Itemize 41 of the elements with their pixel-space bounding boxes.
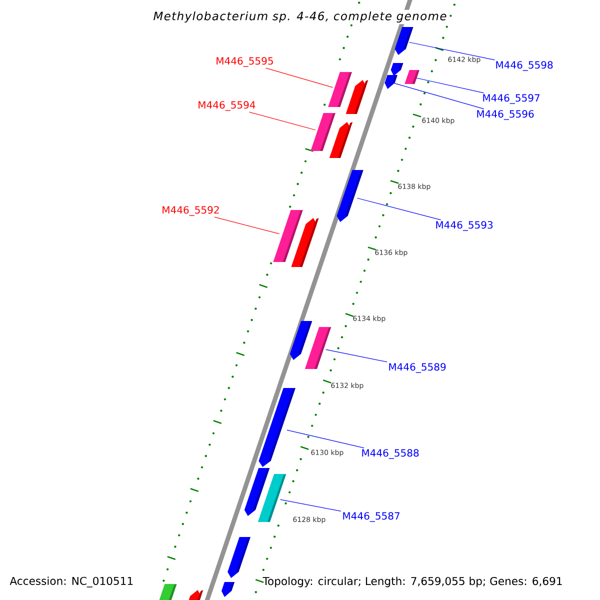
leader-line [266, 68, 334, 88]
gene-segment [329, 122, 353, 158]
leader-line [408, 42, 496, 60]
title: Methylobacterium sp. 4-46, complete genome [152, 10, 448, 24]
leader-line [394, 82, 484, 110]
gene-segment [290, 321, 312, 360]
gene-label: M446_5597 [483, 94, 540, 104]
gene-segment [328, 72, 352, 107]
gene-segment [304, 327, 332, 369]
gene-label: M446_5589 [389, 363, 446, 373]
footer-text: Topology: circular; Length: 7,659,055 bp; Genes: 6,691 [262, 576, 562, 588]
gene-label: M446_5588 [362, 449, 419, 459]
gene-label: M446_5596 [477, 110, 534, 120]
gene-segment [336, 170, 364, 222]
gene-segment [346, 80, 368, 114]
gene-segment [222, 582, 234, 597]
leader-line [326, 349, 388, 362]
gene-segment [228, 537, 250, 578]
gene-label: M446_5592 [162, 206, 219, 216]
gene-label: M446_5595 [216, 57, 273, 67]
gene-segment [310, 113, 336, 151]
gene-segment [258, 474, 286, 522]
gene-label: M446_5593 [436, 221, 493, 231]
leader-line [248, 112, 316, 130]
gene-segment [404, 70, 420, 84]
gene-segment [258, 388, 296, 467]
leader-line [214, 216, 280, 234]
gene-segment [384, 75, 398, 89]
gene-segment [188, 590, 204, 600]
footer-text: Accession: NC_010511 [10, 576, 133, 588]
leader-line [416, 78, 484, 94]
gene-segment [159, 584, 177, 600]
gene-label: M446_5594 [198, 101, 256, 111]
gene-label: M446_5587 [343, 512, 400, 522]
leader-line [356, 198, 442, 220]
leader-line [286, 430, 364, 448]
leader-line [280, 499, 342, 512]
gene-segment [394, 27, 414, 55]
gene-label: M446_5598 [496, 61, 553, 71]
gene-segment [390, 63, 404, 76]
gene-segment [291, 218, 319, 267]
